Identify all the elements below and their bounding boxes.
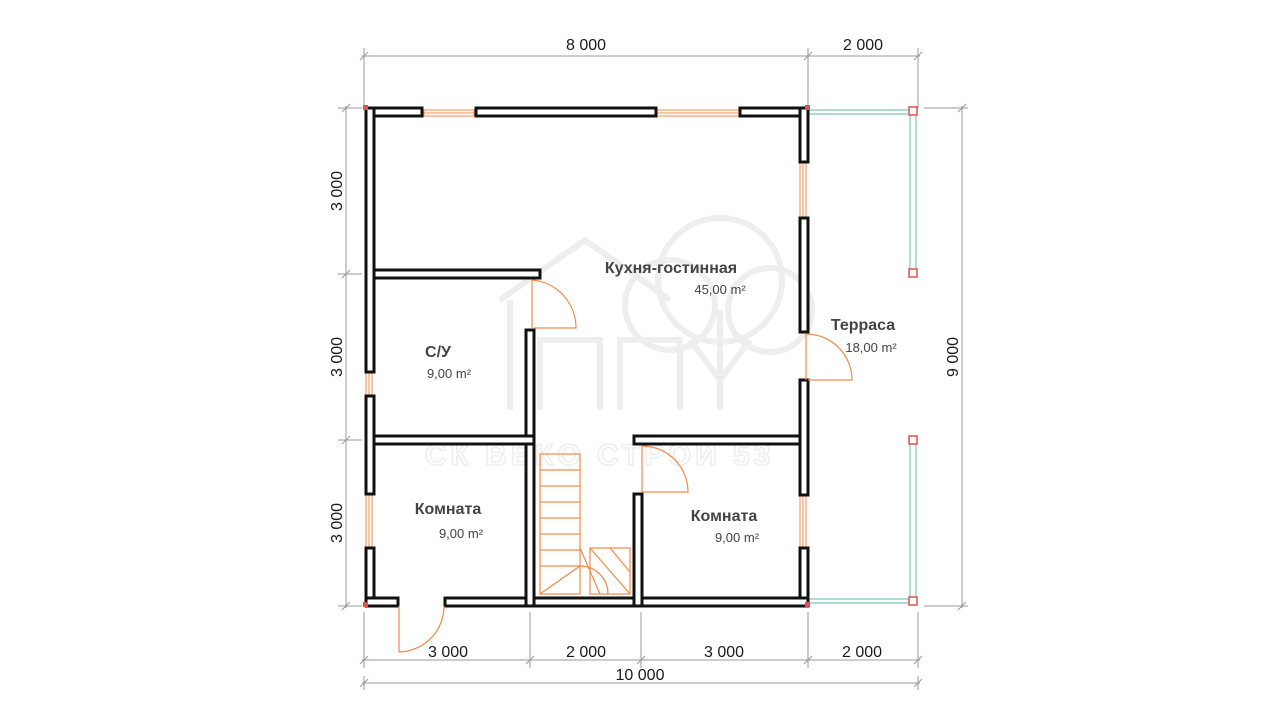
room-bathroom-area: 9,00 m² [427,366,472,381]
room-right-name: Комната [691,508,758,525]
room-terrace-area: 18,00 m² [845,340,897,355]
dimension-lines [338,48,968,690]
room-left-name: Комната [415,501,482,518]
dim-total-width: 10 000 [616,667,665,684]
room-right-area: 9,00 m² [715,530,760,545]
room-terrace-name: Терраса [831,317,895,334]
dim-bottom-2: 2 000 [566,644,606,661]
dim-bottom-4: 2 000 [842,644,882,661]
room-kitchen-name: Кухня-гостинная [605,260,737,277]
walls [364,106,810,608]
dim-top-terrace: 2 000 [843,37,883,54]
terrace-railing [808,109,917,604]
dim-right-total: 9 000 [945,337,962,377]
staircase [539,453,631,595]
room-left-area: 9,00 m² [439,526,484,541]
room-bathroom-name: С/У [425,344,452,361]
dim-top-main: 8 000 [566,37,606,54]
dim-bottom-1: 3 000 [428,644,468,661]
terrace-posts [908,106,918,606]
dim-left-1: 3 000 [329,171,346,211]
corner-markers [363,105,810,607]
watermark-logo [498,215,815,410]
windows [365,109,807,549]
dim-left-3: 3 000 [329,503,346,543]
dim-bottom-3: 3 000 [704,644,744,661]
room-kitchen-area: 45,00 m² [694,282,746,297]
dim-left-2: 3 000 [329,337,346,377]
doors [398,279,853,653]
